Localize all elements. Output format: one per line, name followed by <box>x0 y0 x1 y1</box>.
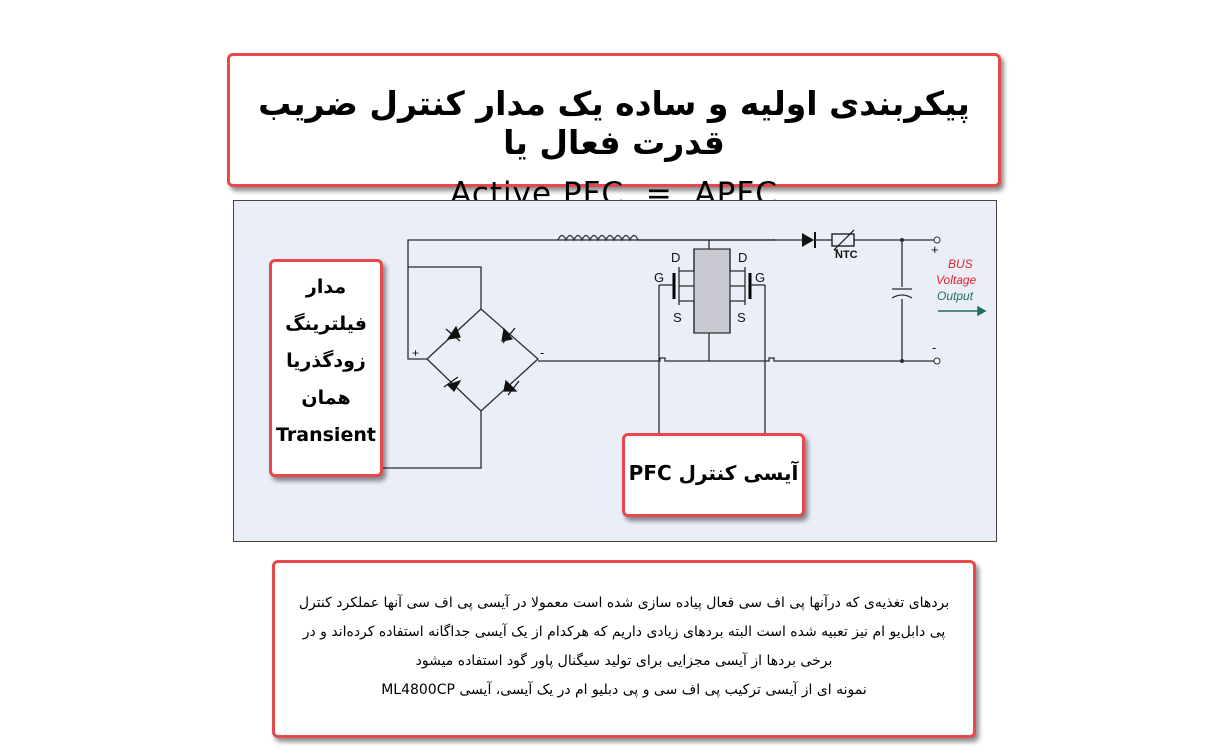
description-line-3: برخی بردها از آیسی مجزایی برای تولید سیگ… <box>415 653 833 669</box>
voltage-label: Voltage <box>936 273 977 287</box>
bus-label: BUS <box>948 257 973 271</box>
wire-bridge-left <box>407 267 427 360</box>
pin-s-left: S <box>673 310 682 325</box>
bridge-minus-label: - <box>540 345 544 360</box>
filter-label-box: مدار فیلترینگ زودگذریا همان Transient <box>269 259 383 477</box>
output-label: Output <box>937 289 974 303</box>
pfc-ic-label: آیسی کنترل PFC <box>628 461 799 485</box>
bridge-diodes <box>443 325 520 396</box>
filter-line-5: Transient <box>276 424 376 446</box>
wire-bridge-bottom <box>382 411 482 469</box>
output-arrow <box>938 305 987 317</box>
terminal-plus <box>933 236 941 244</box>
plus-out-label: + <box>931 242 939 257</box>
bridge-outline <box>426 308 539 412</box>
pin-d-right: D <box>738 250 747 265</box>
filter-line-2: فیلترینگ <box>285 313 367 335</box>
ntc-thermistor <box>831 229 855 251</box>
mosfet-body <box>693 248 731 334</box>
mosfet-right-leads <box>729 249 746 333</box>
inductor <box>557 234 775 242</box>
pin-g-left: G <box>654 270 664 285</box>
bridge-plus-label: + <box>412 346 419 360</box>
description-line-4: نمونه ای از آیسی ترکیب پی اف سی و پی دبل… <box>381 682 867 698</box>
pin-g-right: G <box>755 270 765 285</box>
main-diode <box>802 232 816 248</box>
pin-s-right: S <box>737 310 746 325</box>
pin-d-left: D <box>671 250 680 265</box>
wire-bottom-rail <box>538 357 934 362</box>
cap-plate-bottom <box>891 294 913 299</box>
mosfet-left-leads <box>678 249 695 333</box>
description-line-1: بردهای تغذیه‌ی که درآنها پی اف سی فعال پ… <box>298 595 950 611</box>
description-line-2: پی دابل‌یو ام نیز تعبیه شده است البته بر… <box>302 624 946 640</box>
pfc-ic-label-box: آیسی کنترل PFC <box>622 433 805 517</box>
wire-bridge-top <box>408 266 482 309</box>
wire-top-left <box>407 239 558 267</box>
terminal-minus <box>933 357 941 365</box>
title-box: پیکربندی اولیه و ساده یک مدار کنترل ضریب… <box>227 53 1001 212</box>
filter-line-1: مدار <box>305 276 347 298</box>
ntc-label: NTC <box>835 249 858 261</box>
filter-line-4: همان <box>301 387 351 409</box>
circuit-schematic: D D G G S S NTC + - + - BUS Voltage Outp… <box>382 229 987 469</box>
title-persian: پیکربندی اولیه و ساده یک مدار کنترل ضریب… <box>258 84 970 162</box>
minus-out-label: - <box>932 340 936 355</box>
filter-line-3: زودگذریا <box>286 350 366 372</box>
description-box: بردهای تغذیه‌ی که درآنها پی اف سی فعال پ… <box>272 560 976 738</box>
